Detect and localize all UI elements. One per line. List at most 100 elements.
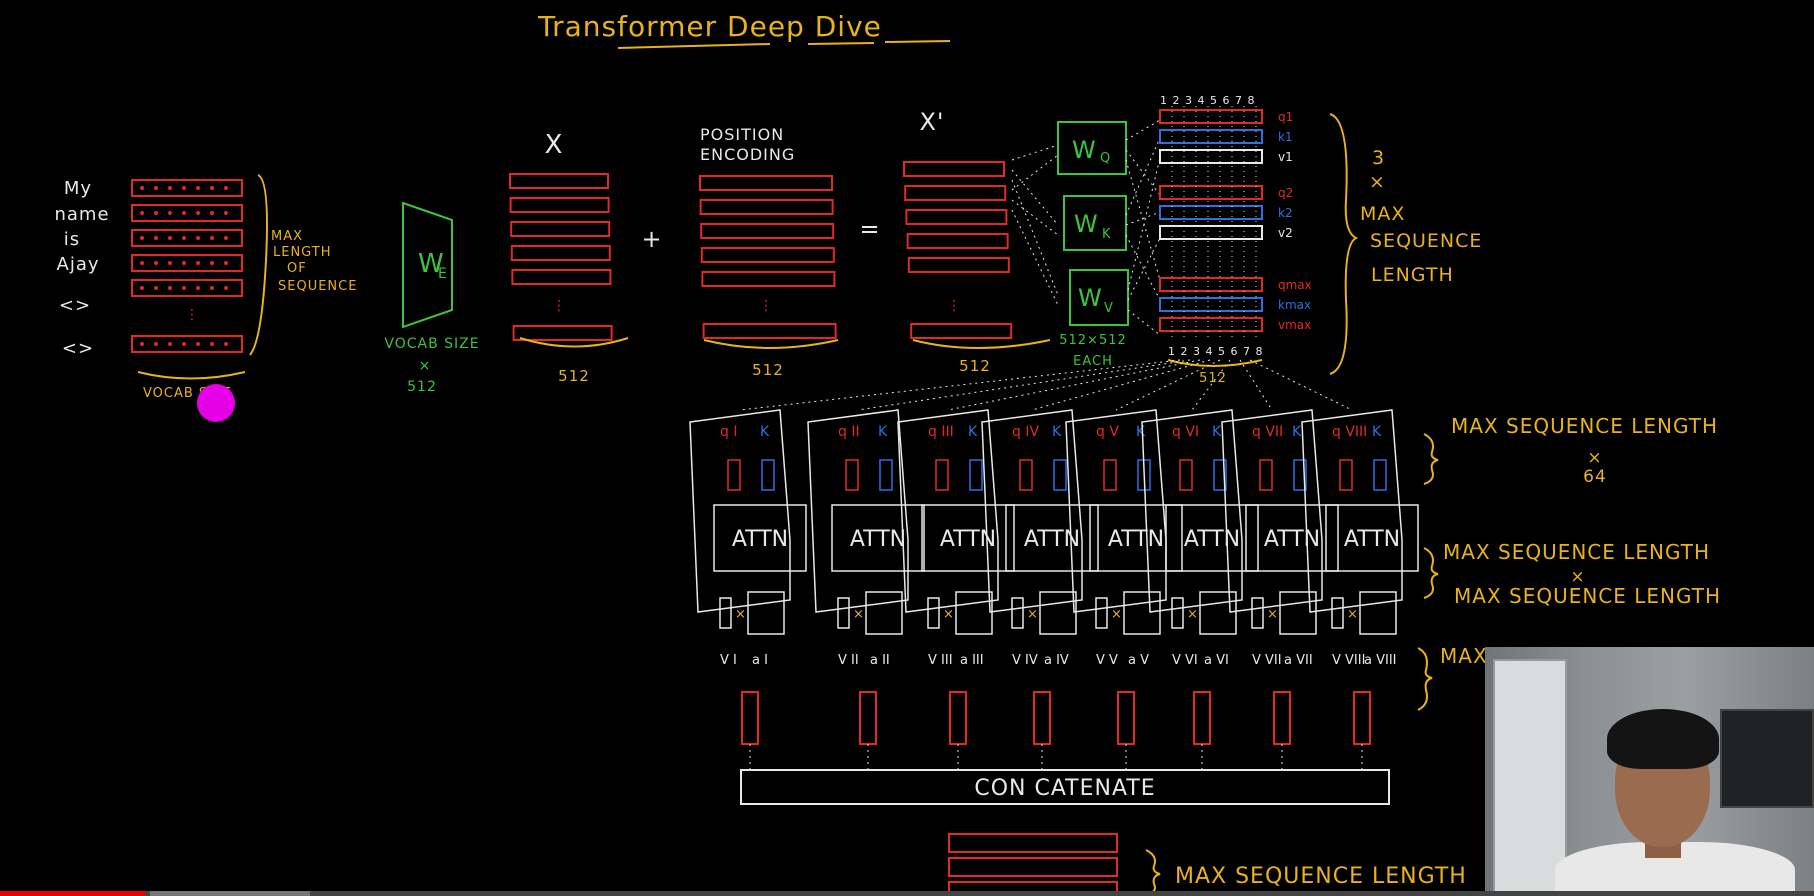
ellipsis: ⋮ — [947, 298, 961, 314]
one-hot-dot — [196, 261, 200, 265]
position-encoding-matrix: ⋮ — [700, 176, 836, 338]
head-q-label: q VIII — [1332, 424, 1367, 440]
webcam-overlay — [1485, 647, 1814, 896]
one-hot-dot — [182, 286, 186, 290]
head-score-matrix — [956, 592, 992, 634]
word: <> — [59, 295, 91, 316]
one-hot-dot — [182, 261, 186, 265]
video-progress-bar[interactable] — [0, 891, 1814, 896]
head-q-vector — [846, 460, 858, 490]
qkv-row — [1160, 278, 1262, 291]
msl-msl-label: MAX SEQUENCE LENGTH — [1443, 540, 1710, 564]
vocab-size-label: VOCAB SIZE — [384, 336, 479, 352]
matrix-row — [702, 248, 834, 262]
position-encoding-label: POSITION — [700, 125, 784, 144]
one-hot-dot — [196, 286, 200, 290]
max-length-label: OF — [287, 261, 307, 276]
head-frame — [1142, 410, 1242, 612]
attention-head: q VIIIKATTN×V VIIIa VIII — [1302, 410, 1418, 770]
head-output-vector — [742, 692, 758, 744]
head-a-label: a IV — [1044, 653, 1069, 668]
head-a-label: a III — [960, 653, 984, 668]
one-hot-dot — [154, 286, 158, 290]
x-prime-dim-label: 512 — [959, 357, 991, 375]
head-connector — [1032, 360, 1210, 410]
one-hot-dot — [168, 342, 172, 346]
output-matrix — [949, 834, 1117, 892]
one-hot-dot — [224, 236, 228, 240]
wv-label: W — [1078, 284, 1103, 312]
attention-head: q VIKATTN×V VIa VI — [1142, 410, 1258, 770]
head-k-label: K — [1136, 424, 1146, 440]
one-hot-dot — [154, 342, 158, 346]
qkv-stack: q1k1v1q2k2v2qmaxkmaxvmax — [1160, 106, 1312, 340]
head-v-label: V III — [928, 653, 953, 668]
head-score-matrix — [1124, 592, 1160, 634]
wk-subscript: K — [1102, 227, 1112, 242]
head-a-label: a I — [752, 653, 768, 668]
one-hot-dot — [210, 286, 214, 290]
max-length-label: MAX — [271, 229, 303, 244]
three-sequence: SEQUENCE — [1370, 230, 1482, 252]
head-v-vector — [838, 598, 849, 628]
head-q-label: q VII — [1252, 424, 1283, 440]
one-hot-dot — [140, 186, 144, 190]
head-multiply: × — [1027, 607, 1038, 622]
attention-head: q IIIKATTN×V IIIa III — [898, 410, 1014, 770]
one-hot-dot — [182, 342, 186, 346]
one-hot-dot — [182, 211, 186, 215]
head-q-vector — [1104, 460, 1116, 490]
head-k-vector — [1374, 460, 1386, 490]
msl-64-dim: 64 — [1583, 467, 1607, 487]
vocab-size-dim: 512 — [407, 379, 437, 395]
head-v-label: V II — [838, 653, 859, 668]
head-output-vector — [860, 692, 876, 744]
qkv-row — [1160, 110, 1262, 123]
wv-subscript: V — [1104, 301, 1114, 316]
matrix-row — [511, 222, 609, 236]
head-k-label: K — [878, 424, 888, 440]
head-numbers-top: 1 2 3 4 5 6 7 8 — [1160, 94, 1255, 107]
matrix-row — [905, 186, 1005, 200]
matrix-row — [906, 210, 1006, 224]
matrix-row — [510, 174, 608, 188]
one-hot-dot — [168, 186, 172, 190]
qkv-row-label: k2 — [1278, 206, 1293, 220]
one-hot-dot — [168, 211, 172, 215]
head-q-label: q V — [1096, 424, 1119, 440]
word: is — [64, 229, 80, 250]
weight-matrices: W Q W K W V 512×512 EACH — [1058, 122, 1128, 369]
matrix-row — [904, 162, 1004, 176]
w-dims-label: 512×512 — [1059, 333, 1127, 348]
one-hot-dot — [210, 211, 214, 215]
ellipsis: ⋮ — [185, 307, 199, 323]
head-multiply: × — [1347, 607, 1358, 622]
pos-dim-label: 512 — [752, 361, 784, 379]
head-k-label: K — [760, 424, 770, 440]
qkv-row — [1160, 130, 1262, 143]
one-hot-dot — [168, 236, 172, 240]
attention-head: q IVKATTN×V IVa IV — [982, 410, 1098, 770]
head-multiply: × — [735, 607, 746, 622]
one-hot-dot — [140, 342, 144, 346]
word: <> — [62, 338, 94, 359]
head-score-matrix — [1360, 592, 1396, 634]
qkv-row — [1160, 186, 1262, 199]
msl-64-label: MAX SEQUENCE LENGTH — [1451, 414, 1718, 438]
one-hot-dot — [140, 236, 144, 240]
head-output-vector — [1118, 692, 1134, 744]
head-k-vector — [970, 460, 982, 490]
one-hot-dot — [154, 186, 158, 190]
one-hot-dot — [196, 186, 200, 190]
plus-sign: + — [641, 225, 662, 253]
word: name — [54, 204, 109, 225]
head-multiply: × — [943, 607, 954, 622]
head-v-vector — [1096, 598, 1107, 628]
head-v-vector — [1332, 598, 1343, 628]
head-k-vector — [1054, 460, 1066, 490]
msl-msl-label-2: MAX SEQUENCE LENGTH — [1454, 584, 1721, 608]
qkv-row-label: q1 — [1278, 110, 1293, 124]
one-hot-dot — [168, 261, 172, 265]
one-hot-dot — [224, 342, 228, 346]
one-hot-dot — [196, 211, 200, 215]
